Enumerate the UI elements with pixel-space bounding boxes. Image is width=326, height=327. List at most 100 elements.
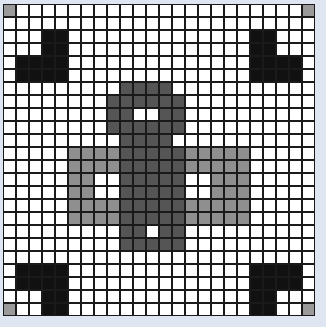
grid-cell[interactable]: [55, 56, 68, 69]
grid-cell[interactable]: [68, 186, 81, 199]
grid-cell[interactable]: [3, 303, 16, 316]
grid-cell[interactable]: [94, 303, 107, 316]
grid-cell[interactable]: [42, 303, 55, 316]
grid-cell[interactable]: [159, 173, 172, 186]
grid-cell[interactable]: [302, 95, 315, 108]
grid-cell[interactable]: [29, 199, 42, 212]
grid-cell[interactable]: [68, 82, 81, 95]
grid-cell[interactable]: [94, 186, 107, 199]
grid-cell[interactable]: [159, 121, 172, 134]
grid-cell[interactable]: [172, 56, 185, 69]
grid-cell[interactable]: [29, 121, 42, 134]
grid-cell[interactable]: [55, 95, 68, 108]
grid-cell[interactable]: [263, 264, 276, 277]
grid-cell[interactable]: [146, 95, 159, 108]
grid-cell[interactable]: [146, 290, 159, 303]
grid-cell[interactable]: [94, 69, 107, 82]
grid-cell[interactable]: [16, 82, 29, 95]
grid-cell[interactable]: [42, 17, 55, 30]
grid-cell[interactable]: [289, 238, 302, 251]
grid-cell[interactable]: [276, 108, 289, 121]
grid-cell[interactable]: [185, 17, 198, 30]
grid-cell[interactable]: [81, 225, 94, 238]
grid-cell[interactable]: [29, 160, 42, 173]
grid-cell[interactable]: [250, 4, 263, 17]
grid-cell[interactable]: [107, 303, 120, 316]
grid-cell[interactable]: [94, 199, 107, 212]
grid-cell[interactable]: [120, 173, 133, 186]
grid-cell[interactable]: [55, 134, 68, 147]
grid-cell[interactable]: [16, 134, 29, 147]
grid-cell[interactable]: [289, 225, 302, 238]
grid-cell[interactable]: [3, 108, 16, 121]
grid-cell[interactable]: [211, 290, 224, 303]
grid-cell[interactable]: [224, 199, 237, 212]
grid-cell[interactable]: [302, 225, 315, 238]
grid-cell[interactable]: [146, 56, 159, 69]
grid-cell[interactable]: [289, 30, 302, 43]
grid-cell[interactable]: [159, 17, 172, 30]
grid-cell[interactable]: [146, 134, 159, 147]
grid-cell[interactable]: [276, 264, 289, 277]
grid-cell[interactable]: [146, 173, 159, 186]
grid-cell[interactable]: [302, 17, 315, 30]
grid-cell[interactable]: [133, 264, 146, 277]
grid-cell[interactable]: [68, 147, 81, 160]
grid-cell[interactable]: [120, 30, 133, 43]
grid-cell[interactable]: [172, 303, 185, 316]
grid-cell[interactable]: [55, 186, 68, 199]
grid-cell[interactable]: [81, 212, 94, 225]
grid-cell[interactable]: [276, 121, 289, 134]
grid-cell[interactable]: [211, 277, 224, 290]
grid-cell[interactable]: [133, 4, 146, 17]
grid-cell[interactable]: [120, 225, 133, 238]
grid-cell[interactable]: [159, 225, 172, 238]
grid-cell[interactable]: [302, 108, 315, 121]
grid-cell[interactable]: [263, 277, 276, 290]
grid-cell[interactable]: [3, 121, 16, 134]
grid-cell[interactable]: [29, 43, 42, 56]
grid-cell[interactable]: [185, 43, 198, 56]
grid-cell[interactable]: [185, 238, 198, 251]
grid-cell[interactable]: [146, 30, 159, 43]
grid-cell[interactable]: [55, 212, 68, 225]
grid-cell[interactable]: [185, 69, 198, 82]
grid-cell[interactable]: [159, 69, 172, 82]
grid-cell[interactable]: [185, 251, 198, 264]
grid-cell[interactable]: [250, 121, 263, 134]
grid-cell[interactable]: [29, 4, 42, 17]
grid-cell[interactable]: [172, 30, 185, 43]
grid-cell[interactable]: [185, 173, 198, 186]
grid-cell[interactable]: [172, 277, 185, 290]
grid-cell[interactable]: [198, 147, 211, 160]
grid-cell[interactable]: [289, 134, 302, 147]
grid-cell[interactable]: [81, 82, 94, 95]
grid-cell[interactable]: [211, 69, 224, 82]
grid-cell[interactable]: [81, 4, 94, 17]
grid-cell[interactable]: [224, 147, 237, 160]
grid-cell[interactable]: [250, 30, 263, 43]
grid-cell[interactable]: [133, 173, 146, 186]
grid-cell[interactable]: [146, 212, 159, 225]
grid-cell[interactable]: [172, 199, 185, 212]
grid-cell[interactable]: [55, 4, 68, 17]
grid-cell[interactable]: [55, 82, 68, 95]
grid-cell[interactable]: [159, 264, 172, 277]
grid-cell[interactable]: [16, 277, 29, 290]
grid-cell[interactable]: [198, 69, 211, 82]
grid-cell[interactable]: [29, 290, 42, 303]
grid-cell[interactable]: [81, 186, 94, 199]
grid-cell[interactable]: [42, 225, 55, 238]
grid-cell[interactable]: [211, 173, 224, 186]
grid-cell[interactable]: [198, 121, 211, 134]
grid-cell[interactable]: [159, 30, 172, 43]
grid-cell[interactable]: [68, 108, 81, 121]
grid-cell[interactable]: [42, 264, 55, 277]
grid-cell[interactable]: [211, 251, 224, 264]
grid-cell[interactable]: [263, 303, 276, 316]
grid-cell[interactable]: [289, 121, 302, 134]
grid-cell[interactable]: [250, 186, 263, 199]
grid-cell[interactable]: [29, 264, 42, 277]
grid-cell[interactable]: [250, 303, 263, 316]
grid-cell[interactable]: [224, 225, 237, 238]
